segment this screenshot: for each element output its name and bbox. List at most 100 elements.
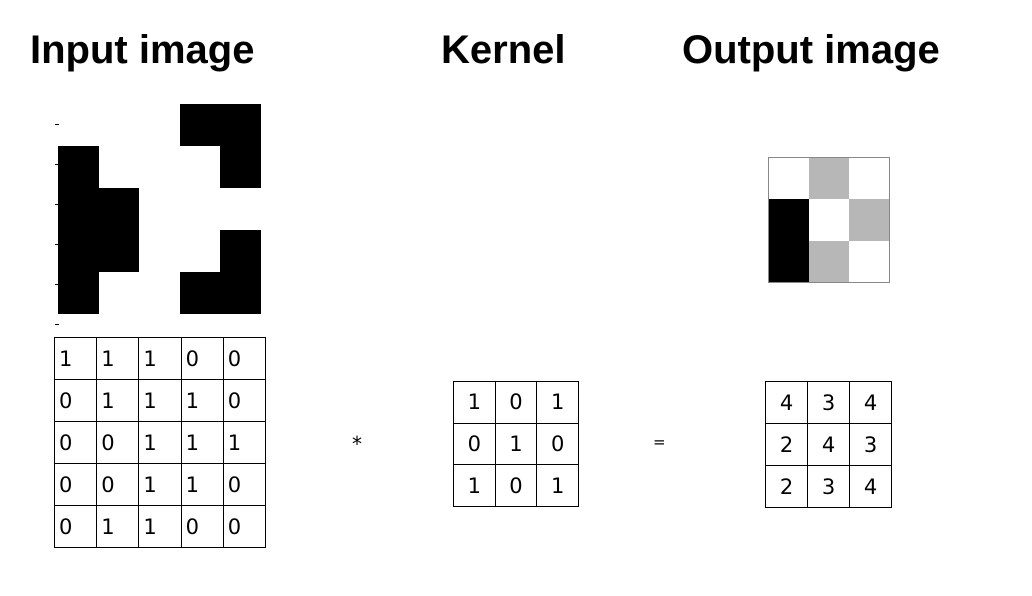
kernel-matrix-cell: 0 (536, 422, 579, 466)
kernel-matrix-cell: 1 (453, 464, 496, 507)
input-matrix-cell: 0 (180, 505, 224, 548)
input-matrix-cell: 1 (96, 337, 140, 380)
input-pixel (139, 188, 180, 230)
input-matrix-cell: 1 (138, 379, 182, 422)
input-matrix-cell: 0 (53, 463, 98, 506)
input-pixel (139, 146, 180, 188)
input-image-title: Input image (30, 28, 255, 72)
input-matrix-cell: 1 (180, 379, 224, 422)
output-pixel (809, 240, 849, 282)
output-matrix-cell: 4 (765, 381, 808, 424)
input-pixel (98, 104, 140, 146)
input-pixel (58, 188, 99, 230)
input-matrix-cell: 1 (222, 421, 267, 464)
kernel-matrix-cell: 1 (494, 422, 538, 466)
output-pixel (769, 240, 809, 282)
input-matrix-cell: 1 (138, 505, 182, 548)
output-image-pixels (768, 157, 890, 283)
equals-operator: = (653, 433, 666, 451)
output-pixel (769, 199, 809, 241)
input-pixel (220, 146, 261, 188)
input-matrix-cell: 1 (96, 505, 140, 548)
output-pixel (809, 158, 849, 200)
input-pixel (139, 230, 180, 272)
output-matrix-cell: 2 (765, 423, 808, 466)
convolution-operator: * (352, 432, 362, 456)
input-pixel (220, 272, 261, 314)
input-pixel (58, 146, 99, 188)
kernel-matrix-cell: 0 (494, 381, 538, 424)
axis-tick (55, 284, 59, 285)
input-pixel (98, 272, 140, 314)
kernel-matrix-cell: 0 (494, 464, 538, 507)
input-matrix-cell: 0 (222, 463, 267, 506)
input-matrix-cell: 0 (222, 379, 267, 422)
output-matrix-cell: 3 (849, 423, 892, 466)
input-matrix-cell: 1 (138, 421, 182, 464)
input-pixel (98, 230, 140, 272)
input-matrix-cell: 1 (96, 379, 140, 422)
axis-tick (55, 244, 59, 245)
kernel-matrix-cell: 1 (536, 464, 579, 507)
output-image-title: Output image (682, 28, 940, 72)
input-pixel (179, 104, 221, 146)
input-matrix-cell: 0 (96, 463, 140, 506)
output-matrix-cell: 4 (807, 423, 850, 466)
input-matrix-cell: 1 (138, 463, 182, 506)
kernel-matrix-cell: 1 (453, 381, 496, 424)
axis-tick (55, 204, 59, 205)
input-pixel (58, 272, 99, 314)
output-matrix-cell: 3 (807, 465, 850, 508)
input-pixel (179, 272, 221, 314)
input-pixel (220, 188, 261, 230)
input-matrix-cell: 1 (138, 337, 182, 380)
input-pixel (220, 104, 261, 146)
output-pixel (849, 158, 889, 200)
axis-tick (55, 324, 59, 325)
output-matrix-cell: 2 (765, 465, 808, 508)
input-matrix-cell: 0 (180, 337, 224, 380)
output-pixel (769, 158, 809, 200)
input-pixel (58, 104, 99, 146)
input-matrix-cell: 0 (53, 379, 98, 422)
input-pixel (98, 146, 140, 188)
axis-tick (55, 164, 59, 165)
input-matrix-cell: 1 (53, 337, 98, 380)
output-pixel (809, 199, 849, 241)
input-matrix-cell: 0 (96, 421, 140, 464)
input-matrix-cell: 0 (222, 337, 267, 380)
input-pixel (179, 188, 221, 230)
input-pixel (139, 104, 180, 146)
output-matrix-cell: 4 (849, 465, 892, 508)
input-pixel (220, 230, 261, 272)
input-matrix-cell: 0 (53, 505, 98, 548)
output-matrix-cell: 3 (807, 381, 850, 424)
input-pixel (98, 188, 140, 230)
input-pixel (58, 230, 99, 272)
output-pixel (849, 240, 889, 282)
input-pixel (179, 230, 221, 272)
input-matrix-cell: 1 (180, 463, 224, 506)
input-matrix-cell: 0 (222, 505, 267, 548)
input-pixel (179, 146, 221, 188)
output-pixel (849, 199, 889, 241)
output-matrix-cell: 4 (849, 381, 892, 424)
axis-tick (55, 124, 59, 125)
kernel-matrix-cell: 1 (536, 381, 579, 424)
input-image-pixels (58, 104, 261, 314)
kernel-title: Kernel (441, 28, 566, 72)
